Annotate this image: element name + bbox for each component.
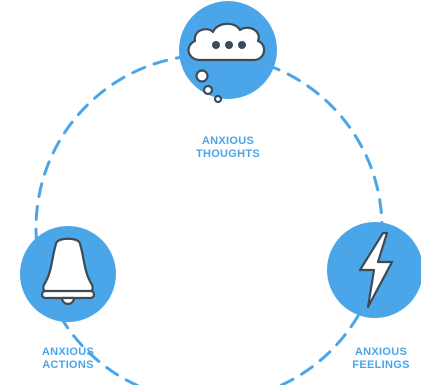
label-actions-line2: ACTIONS <box>42 359 94 371</box>
label-thoughts-line1: ANXIOUS <box>201 135 255 147</box>
node-thoughts <box>179 1 277 104</box>
lightning-bolt-icon <box>358 231 394 309</box>
bell-icon <box>40 237 96 306</box>
label-feelings: ANXIOUS FEELINGS <box>343 346 419 372</box>
label-actions: ANXIOUS ACTIONS <box>28 346 108 372</box>
thought-bubble-icon <box>187 22 266 104</box>
label-feelings-line2: FEELINGS <box>352 359 410 371</box>
label-feelings-line1: ANXIOUS <box>354 346 408 358</box>
label-thoughts-line2: THOUGHTS <box>195 148 261 160</box>
label-thoughts: ANXIOUS THOUGHTS <box>178 135 278 161</box>
label-actions-line1: ANXIOUS <box>41 346 95 358</box>
cycle-dashed-connector <box>34 53 384 385</box>
node-actions <box>20 226 116 322</box>
node-feelings <box>327 222 421 318</box>
